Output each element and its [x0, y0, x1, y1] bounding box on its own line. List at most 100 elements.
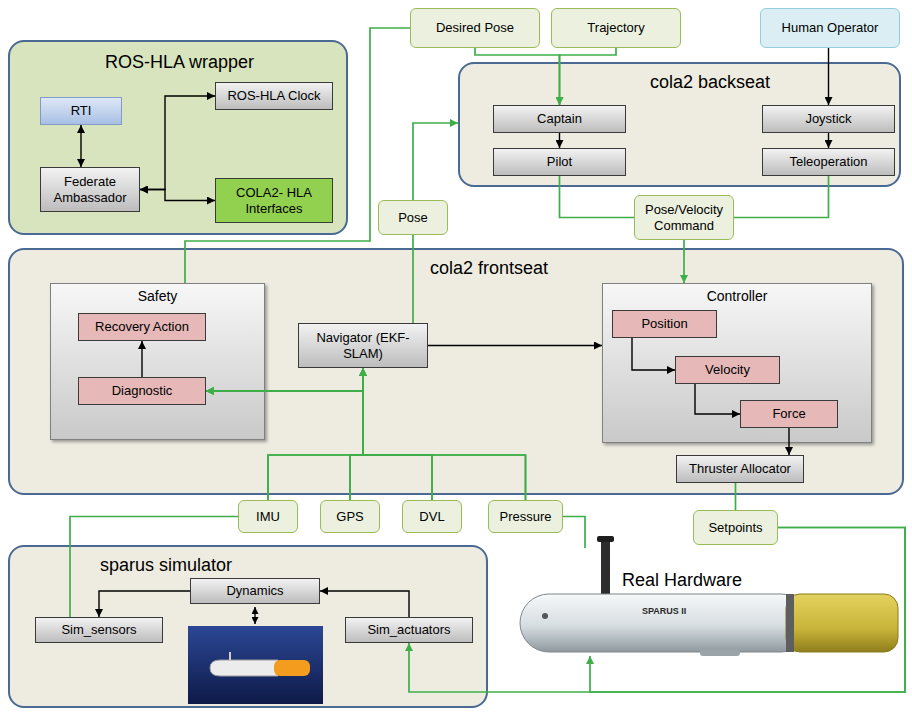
panel-heading: Safety — [51, 288, 264, 305]
vehicle-hull — [520, 594, 810, 652]
box-label: DVL — [419, 509, 444, 525]
connector-line — [70, 517, 238, 618]
vehicle-name-label: SPARUS II — [642, 606, 686, 616]
signal-tag: Desired Pose — [410, 8, 540, 48]
connector-arrow — [828, 48, 829, 105]
box-label: Position — [641, 316, 687, 332]
panel-heading: cola2 frontseat — [430, 258, 902, 280]
system-panel: ROS-HLA wrapperRTI ROS-HLA ClockFederate … — [8, 40, 348, 235]
connector-arrow — [80, 125, 81, 167]
sim-vehicle-mast — [229, 652, 231, 660]
connector-arrow — [350, 368, 363, 500]
vehicle-sensor — [542, 613, 548, 619]
box-label: Joystick — [805, 111, 851, 127]
connector-arrow — [695, 384, 740, 414]
box-label: Captain — [537, 111, 582, 127]
process-box: Federate Ambassador — [40, 167, 140, 212]
signal-tag: Trajectory — [551, 8, 681, 48]
module-group: SafetyRecovery ActionDiagnostic — [50, 283, 265, 440]
label-holder: SPARUS II — [642, 606, 686, 616]
box-label: Pressure — [499, 509, 551, 525]
connector-arrow — [559, 133, 560, 148]
connector-arrow — [683, 240, 685, 283]
panel-heading: sparus simulator — [100, 555, 486, 577]
box-label: IMU — [256, 509, 280, 525]
connector-arrow — [428, 345, 602, 346]
connector-arrow — [99, 591, 190, 617]
box-label: Velocity — [705, 362, 750, 378]
control-stage-box: Position — [612, 310, 717, 338]
vehicle-band — [786, 594, 794, 652]
connector-arrow — [140, 190, 215, 201]
process-box: Pilot — [493, 148, 626, 176]
connector-arrow — [363, 368, 432, 500]
process-box: Thruster Allocator — [676, 455, 804, 483]
process-box: Sim_actuators — [345, 617, 473, 643]
sim-vehicle-tail — [274, 660, 310, 676]
box-label: Thruster Allocator — [689, 461, 791, 477]
simulator-scene — [188, 626, 323, 704]
connector-arrow — [475, 48, 560, 105]
system-panel: sparus simulatorDynamicsSim_sensors Sim_a… — [8, 545, 488, 708]
box-label: Force — [772, 406, 805, 422]
connector-arrow — [206, 391, 363, 500]
control-stage-box: Recovery Action — [78, 313, 206, 341]
connector-arrow — [363, 368, 526, 500]
box-label: GPS — [336, 509, 363, 525]
signal-tag: Pose — [378, 200, 448, 235]
connector-arrow — [560, 48, 617, 105]
box-label: Dynamics — [226, 583, 283, 599]
box-label: Human Operator — [782, 20, 879, 36]
box-label: Federate Ambassador — [47, 174, 133, 205]
connector-arrow — [788, 428, 789, 455]
process-box: Sim_sensors — [35, 617, 163, 643]
process-box: ROS-HLA Clock — [215, 82, 333, 110]
interface-box: COLA2- HLA Interfaces — [215, 178, 333, 223]
box-label: ROS-HLA Clock — [227, 88, 320, 104]
dynamics-link-arrow — [254, 607, 255, 624]
box-label: Diagnostic — [112, 383, 173, 399]
box-label: Teleoperation — [789, 154, 867, 170]
vehicle-fin — [700, 649, 740, 656]
box-label: Navigator (EKF-SLAM) — [305, 330, 421, 361]
process-box: Captain — [493, 105, 626, 133]
system-panel: cola2 frontseatSafetyRecovery ActionDiag… — [8, 248, 904, 495]
vehicle-mast-top — [597, 536, 614, 542]
connector-line — [734, 176, 829, 218]
signal-tag: Pressure — [488, 500, 563, 533]
process-box: Teleoperation — [762, 148, 895, 176]
signal-tag: Pose/Velocity Command — [634, 195, 734, 240]
box-label: Pilot — [547, 154, 572, 170]
connector-arrow — [320, 591, 409, 617]
connector-arrow — [632, 338, 675, 370]
process-box: Dynamics — [190, 578, 320, 604]
box-label: Pose/Velocity Command — [641, 202, 727, 233]
connector-arrow — [206, 391, 432, 500]
connector-line — [563, 517, 585, 549]
box-label: Sim_actuators — [367, 622, 450, 638]
connector-arrow — [141, 341, 142, 377]
connector-arrow — [206, 391, 363, 500]
process-box: Navigator (EKF-SLAM) — [298, 323, 428, 368]
panel-heading: ROS-HLA wrapper — [105, 52, 346, 74]
signal-tag: IMU — [238, 500, 298, 533]
box-label: Trajectory — [587, 20, 644, 36]
box-label: RTI — [71, 103, 92, 119]
vehicle-tail — [786, 594, 898, 652]
connector-arrow — [206, 391, 526, 500]
panel-heading: Real Hardware — [622, 570, 900, 592]
connector-line — [412, 235, 414, 323]
box-label: Pose — [398, 210, 428, 226]
signal-tag: Setpoints — [693, 510, 778, 545]
signal-tag: GPS — [320, 500, 380, 533]
module-group: ControllerPositionVelocityForce — [602, 283, 872, 443]
connector-arrow — [828, 133, 829, 148]
connector-arrow — [268, 368, 363, 500]
connector-arrow — [590, 528, 905, 693]
control-stage-box: Velocity — [675, 356, 780, 384]
hardware-vehicle: Real Hardware — [520, 548, 900, 656]
control-stage-box: Force — [740, 400, 838, 428]
connector-line — [735, 483, 737, 510]
